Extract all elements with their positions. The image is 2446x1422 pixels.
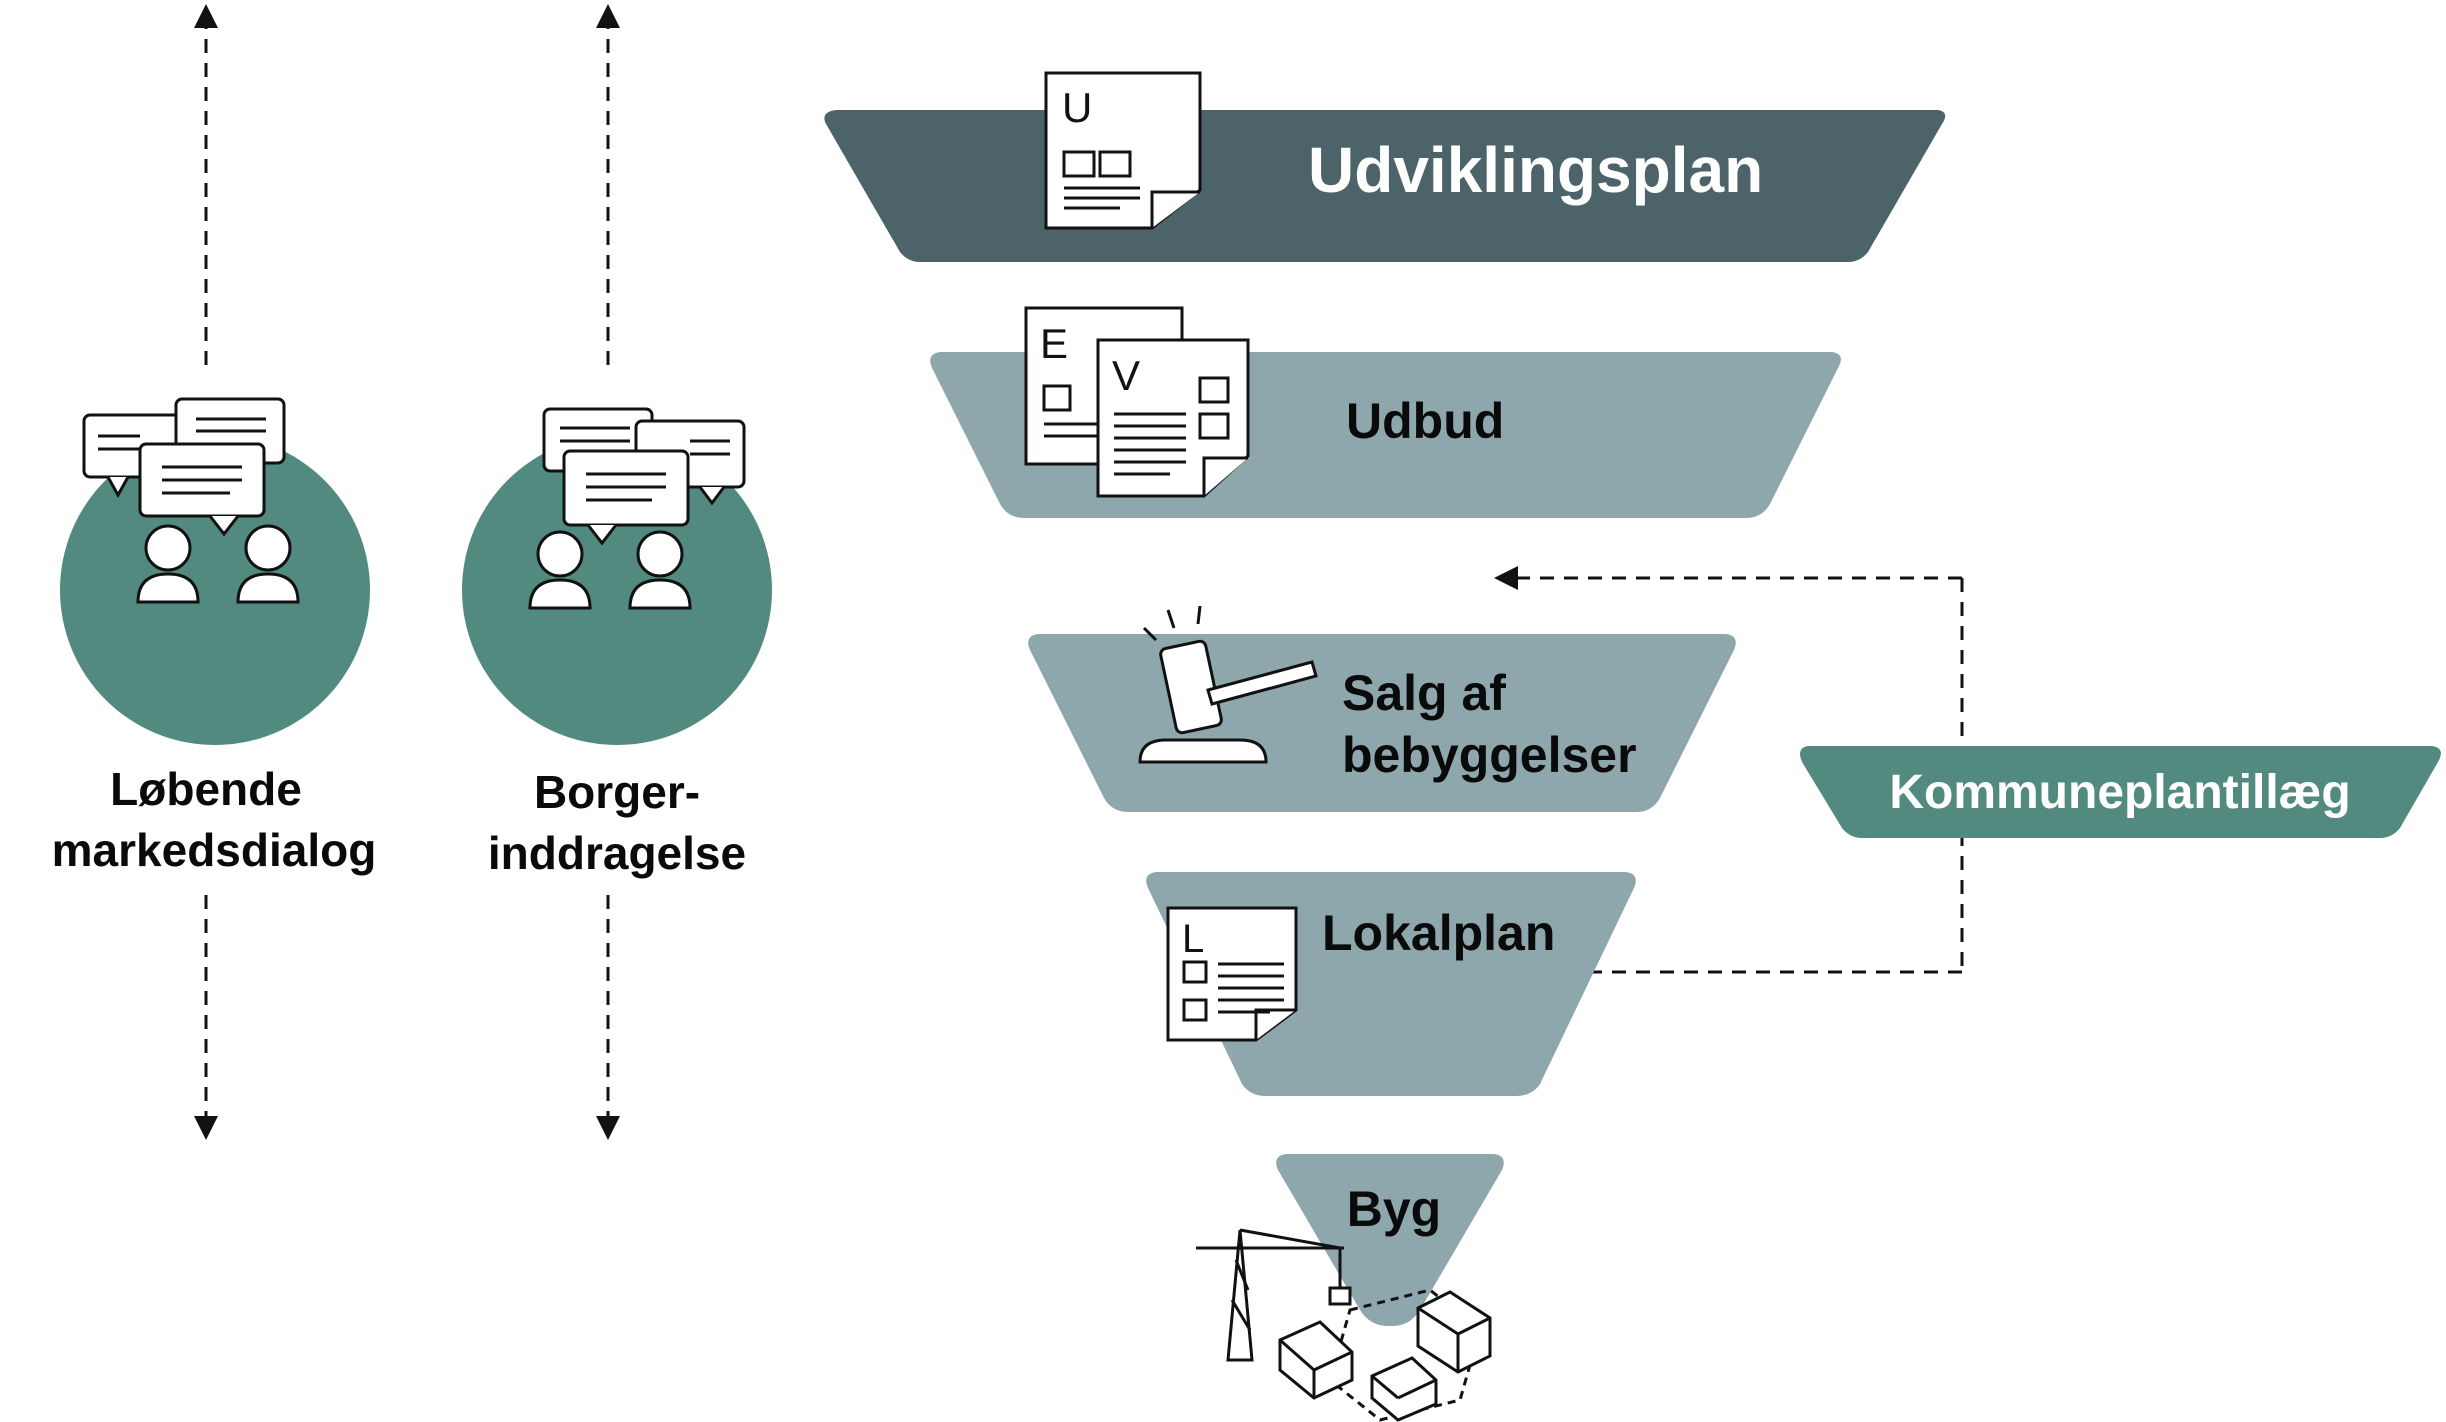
doc-letter-e: E bbox=[1040, 320, 1068, 367]
doc-letter: L bbox=[1182, 917, 1204, 961]
dialog-column-borgerinddragelse: Borger- inddragelse bbox=[462, 3, 772, 1140]
funnel-band bbox=[1276, 1154, 1504, 1326]
stage-label: Byg bbox=[1347, 1181, 1441, 1237]
stage-label: Udbud bbox=[1346, 393, 1504, 449]
kommuneplantillaeg-tag: Kommuneplantillæg bbox=[1800, 746, 2441, 838]
stage-byg: Byg bbox=[1196, 1154, 1504, 1422]
construction-icon bbox=[1196, 1228, 1492, 1422]
tag-band bbox=[1800, 746, 2441, 838]
stage-label-line2: bebyggelser bbox=[1342, 727, 1637, 783]
doc-letter: U bbox=[1062, 84, 1092, 131]
doc-letter-v: V bbox=[1112, 352, 1140, 399]
stage-label: Udviklingsplan bbox=[1308, 134, 1763, 206]
stage-udviklingsplan: U Udviklingsplan bbox=[824, 71, 1946, 262]
speech-bubbles-icon bbox=[82, 397, 286, 537]
dialog-label-line2: inddragelse bbox=[488, 827, 746, 879]
dialog-label-line1: Løbende bbox=[110, 763, 302, 815]
stage-label-line1: Salg af bbox=[1342, 665, 1506, 721]
stage-salg: Salg af bebyggelser bbox=[1028, 605, 1736, 812]
speech-bubbles-icon bbox=[542, 407, 746, 546]
document-icon: L bbox=[1166, 906, 1298, 1042]
stage-udbud: E V Udbud bbox=[930, 306, 1841, 518]
stage-label: Lokalplan bbox=[1322, 905, 1555, 961]
dialog-label-line1: Borger- bbox=[534, 766, 700, 818]
funnel-band bbox=[1028, 634, 1736, 812]
people-icon bbox=[136, 524, 300, 604]
tag-label: Kommuneplantillæg bbox=[1889, 766, 2350, 819]
document-icon: U bbox=[1044, 71, 1202, 230]
documents-icon: E V bbox=[1024, 306, 1250, 498]
people-icon bbox=[528, 530, 692, 610]
dialog-label-line2: markedsdialog bbox=[52, 824, 377, 876]
stage-lokalplan: L Lokalplan bbox=[1146, 872, 1636, 1096]
dialog-circle bbox=[60, 435, 370, 745]
dialog-circle bbox=[462, 435, 772, 745]
gavel-icon bbox=[1138, 605, 1318, 764]
dialog-column-markedsdialog: Løbende markedsdialog bbox=[52, 3, 377, 1140]
